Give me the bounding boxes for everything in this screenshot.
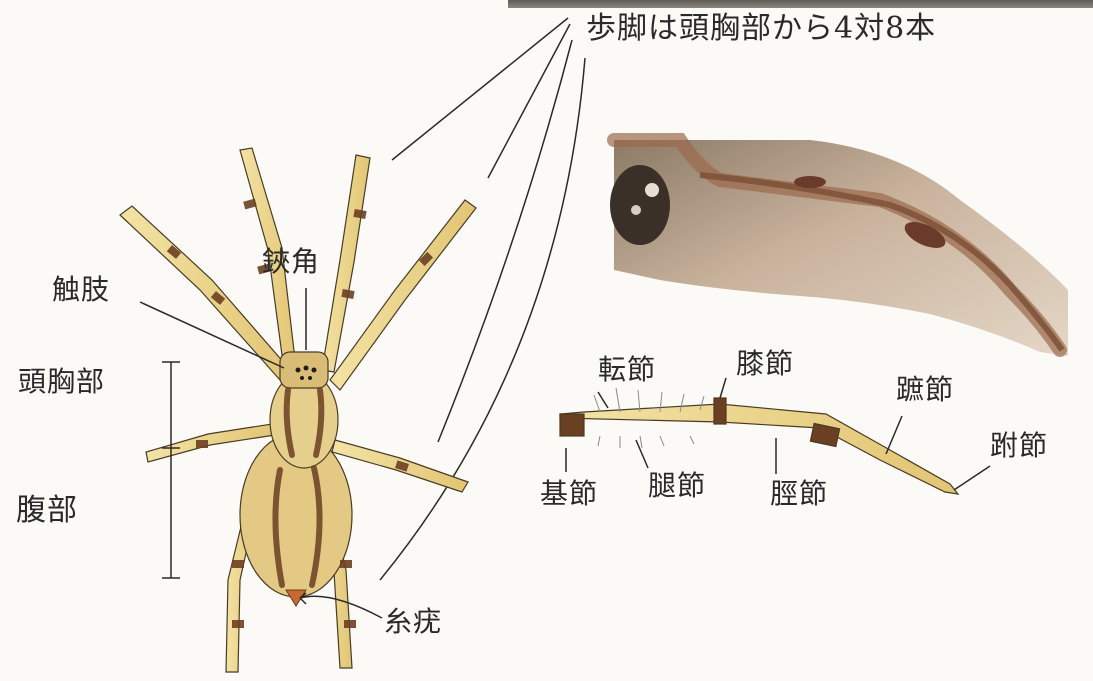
leg-photo (610, 140, 1068, 356)
label-pedipalp: 触肢 (52, 276, 110, 304)
label-coxa: 基節 (540, 480, 598, 508)
label-metatarsus: 蹠節 (896, 376, 954, 404)
label-spinneret: 糸疣 (384, 608, 442, 636)
diagram-title: 歩脚は頭胸部から4対8本 (586, 14, 936, 44)
label-chelicera: 鋏角 (262, 248, 320, 276)
label-cephalothorax: 頭胸部 (18, 368, 105, 396)
label-trochanter: 転節 (598, 356, 656, 384)
label-abdomen: 腹部 (16, 496, 78, 526)
label-tarsus: 跗節 (990, 432, 1048, 460)
label-femur: 腿節 (648, 472, 706, 500)
label-tibia: 脛節 (770, 480, 828, 508)
label-patella: 膝節 (736, 350, 794, 378)
